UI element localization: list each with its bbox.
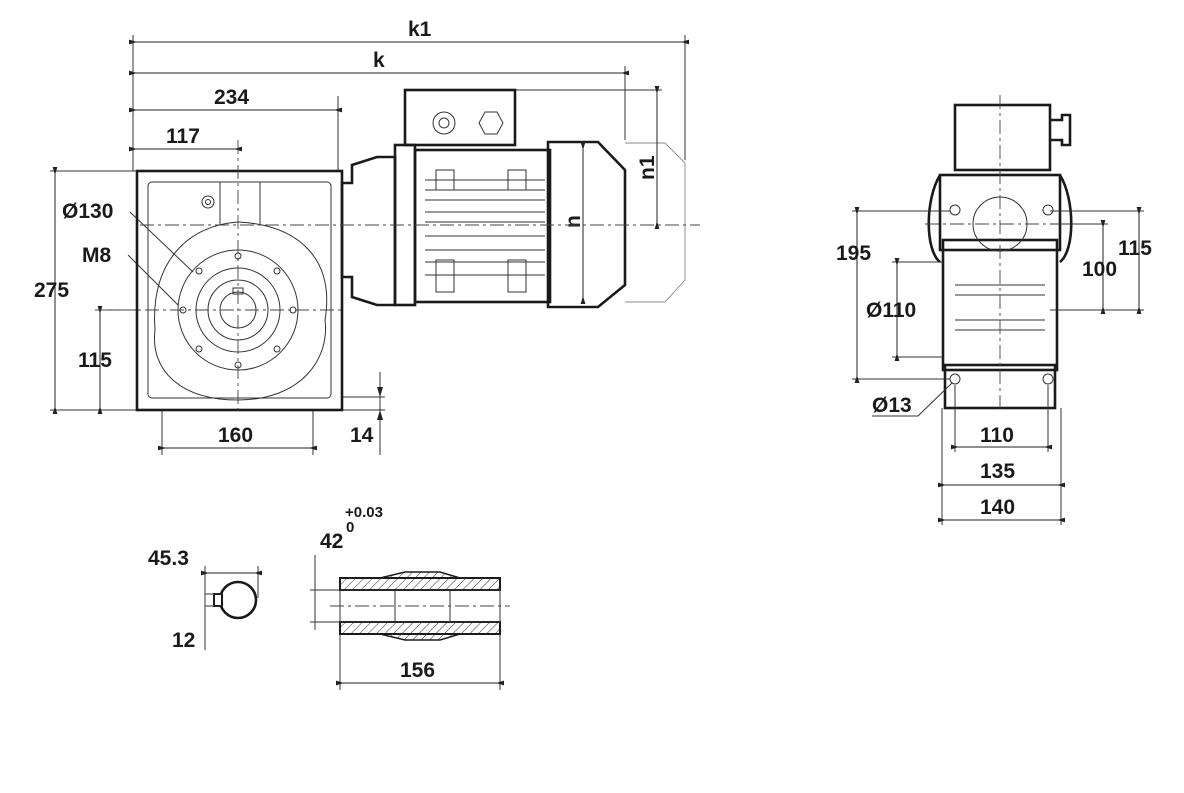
- label-shaft-length: 156: [400, 659, 435, 682]
- label-195: 195: [836, 242, 871, 265]
- label-115: 115: [78, 349, 112, 372]
- label-110: 110: [980, 424, 1014, 447]
- label-k1: k1: [408, 18, 432, 41]
- gearbox-housing: [135, 169, 344, 412]
- label-key-height: 45.3: [148, 547, 189, 570]
- label-117: 117: [166, 125, 200, 148]
- label-140: 140: [980, 496, 1015, 519]
- shaft-detail: 45.3 12 42 +0.03 0 156: [148, 504, 510, 690]
- label-tol-upper: +0.03: [345, 504, 383, 521]
- motor-flange: [340, 155, 397, 307]
- label-n: n: [562, 215, 585, 228]
- side-view: 195 Ø110 100 115 Ø13 110 135 140: [836, 95, 1152, 525]
- front-view: k1 k 234 117 275 115 160 14 Ø130 M8: [34, 18, 700, 455]
- side-terminal-box: [953, 103, 1052, 172]
- label-hole-dia: Ø13: [872, 394, 912, 417]
- label-thread: M8: [82, 244, 111, 267]
- label-k: k: [373, 49, 385, 72]
- label-115-side: 115: [1118, 237, 1152, 260]
- label-100: 100: [1082, 258, 1117, 281]
- label-275: 275: [34, 279, 69, 302]
- label-tol-lower: 0: [346, 519, 354, 536]
- label-160: 160: [218, 424, 253, 447]
- label-flange-dia: Ø130: [62, 200, 113, 223]
- fan-cover: [546, 140, 627, 309]
- label-key-width: 12: [172, 629, 195, 652]
- label-bore: 42: [320, 530, 343, 553]
- label-n1: n1: [636, 155, 659, 180]
- keyway-section: [218, 580, 258, 620]
- label-234: 234: [214, 86, 249, 109]
- motor-body: [413, 148, 552, 304]
- label-pilot-dia: Ø110: [866, 299, 916, 322]
- label-14: 14: [350, 424, 374, 447]
- label-135: 135: [980, 460, 1015, 483]
- terminal-box: [403, 88, 517, 147]
